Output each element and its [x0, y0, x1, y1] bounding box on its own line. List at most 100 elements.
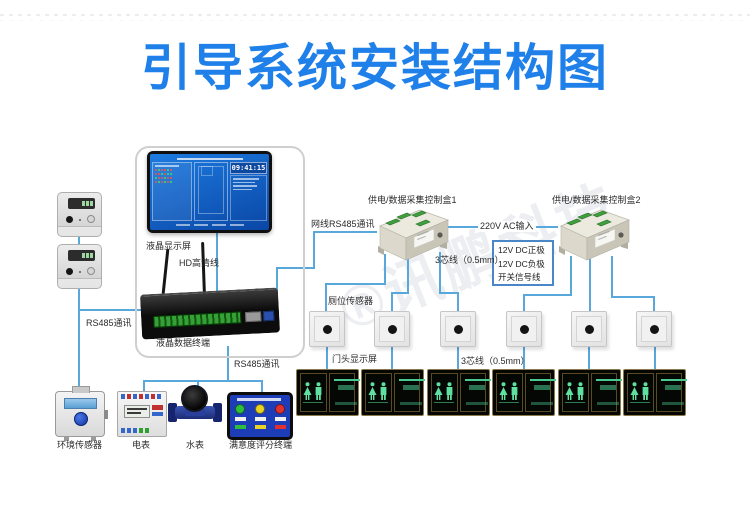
sensor-lens — [649, 324, 659, 334]
restroom-icons-cell — [300, 373, 327, 412]
network-port — [262, 310, 275, 322]
meter-sensor-eye — [66, 268, 73, 275]
lcd-data-terminal-router — [139, 287, 281, 340]
env-button — [74, 412, 88, 426]
female-icon — [630, 381, 639, 400]
counter-meter-2 — [57, 244, 102, 289]
wire — [611, 296, 655, 298]
status-text-cell — [590, 373, 622, 412]
label-control-box-2: 供电/数据采集控制盒2 — [552, 195, 641, 205]
female-icon — [565, 381, 574, 400]
label-rating-terminal: 满意度评分终端 — [229, 440, 293, 450]
wire — [523, 347, 525, 370]
screen-footer — [152, 222, 267, 228]
wire — [143, 380, 145, 393]
door-display-panel-3 — [427, 369, 491, 416]
status-text-cell — [393, 373, 425, 412]
dc-wiring-legend: 12V DC正极 12V DC负极 开关信号线 — [492, 240, 554, 286]
environment-sensor — [55, 386, 108, 441]
door-display-panel-1 — [296, 369, 360, 416]
satisfaction-rating-terminal — [227, 392, 293, 440]
rating-button-bad — [275, 404, 285, 414]
meter-button — [87, 215, 95, 223]
label-lcd-display: 液晶显示屏 — [146, 241, 192, 251]
sensor-lens — [584, 324, 594, 334]
wire — [391, 292, 393, 313]
door-display-panel-6 — [623, 369, 687, 416]
label-ac-input: 220V AC输入 — [478, 221, 536, 232]
meter-sensor-eye — [66, 216, 73, 223]
power-meter-lcd — [124, 405, 150, 418]
label-net-rs485: 网线RS485通讯 — [311, 219, 375, 229]
meter-button — [87, 267, 95, 275]
female-icon — [499, 381, 508, 400]
dc-negative-label: 12V DC负极 — [498, 258, 545, 269]
env-lcd — [64, 398, 97, 409]
screen-title-bar — [152, 156, 267, 161]
sensor-lens — [322, 324, 332, 334]
dc-positive-label: 12V DC正极 — [498, 245, 545, 255]
wire — [325, 283, 327, 313]
wire — [325, 283, 386, 285]
wire — [457, 347, 459, 370]
label-env-sensor: 环境传感器 — [57, 440, 103, 450]
label-hd-cable: HD高清线 — [179, 258, 219, 268]
wire — [589, 258, 591, 313]
label-door-display: 门头显示屏 — [332, 354, 378, 364]
wire — [78, 289, 80, 391]
status-text-cell — [524, 373, 556, 412]
female-icon — [368, 381, 377, 400]
label-water-meter: 水表 — [186, 440, 205, 450]
counter-meter-1 — [57, 192, 102, 237]
wire — [611, 256, 613, 298]
stall-sensor-unit-2 — [374, 311, 410, 347]
top-dotted-texture — [0, 14, 750, 23]
restroom-icons-cell — [627, 373, 654, 412]
wire — [326, 347, 328, 370]
wire — [261, 380, 263, 396]
female-icon — [303, 381, 312, 400]
wire — [391, 292, 409, 294]
restroom-icons-cell — [431, 373, 458, 412]
water-meter-cap — [181, 385, 208, 412]
rating-button-good — [235, 404, 245, 414]
stall-sensor-unit-5 — [571, 311, 607, 347]
male-icon — [577, 381, 584, 400]
wire — [276, 267, 315, 269]
wire — [439, 292, 459, 294]
wire — [653, 296, 655, 313]
wire — [78, 237, 80, 245]
wire — [384, 254, 386, 284]
label-3core-wire-lower: 3芯线（0.5mm） — [461, 356, 530, 366]
wire — [570, 256, 572, 296]
floor-map-panel — [194, 162, 228, 221]
label-rs485-left: RS485通讯 — [84, 318, 134, 329]
male-icon — [511, 381, 518, 400]
water-meter-device — [168, 385, 222, 437]
monitor-screen: 09:41:15 — [150, 154, 269, 230]
stall-sensor-unit-4 — [506, 311, 542, 347]
female-icon — [434, 381, 443, 400]
stall-sensor-unit-3 — [440, 311, 476, 347]
status-text-cell — [459, 373, 491, 412]
male-icon — [380, 381, 387, 400]
status-text-cell — [328, 373, 360, 412]
wire — [276, 267, 278, 301]
sensor-lens — [387, 324, 397, 334]
page-title: 引导系统安装结构图 — [141, 40, 609, 96]
male-icon — [642, 381, 649, 400]
terminal-group-box — [135, 146, 305, 358]
screen-clock: 09:41:15 — [230, 162, 267, 174]
label-stall-sensor: 厕位传感器 — [328, 296, 374, 306]
wire — [439, 252, 441, 294]
wire — [227, 346, 229, 382]
male-icon — [315, 381, 322, 400]
label-lcd-terminal: 液晶数据终端 — [156, 338, 211, 348]
screen-stats-panel — [230, 175, 267, 221]
power-data-control-box-1 — [372, 204, 452, 264]
door-display-panel-2 — [361, 369, 425, 416]
sensor-lens — [453, 324, 463, 334]
wire — [523, 294, 572, 296]
wire — [313, 231, 315, 269]
